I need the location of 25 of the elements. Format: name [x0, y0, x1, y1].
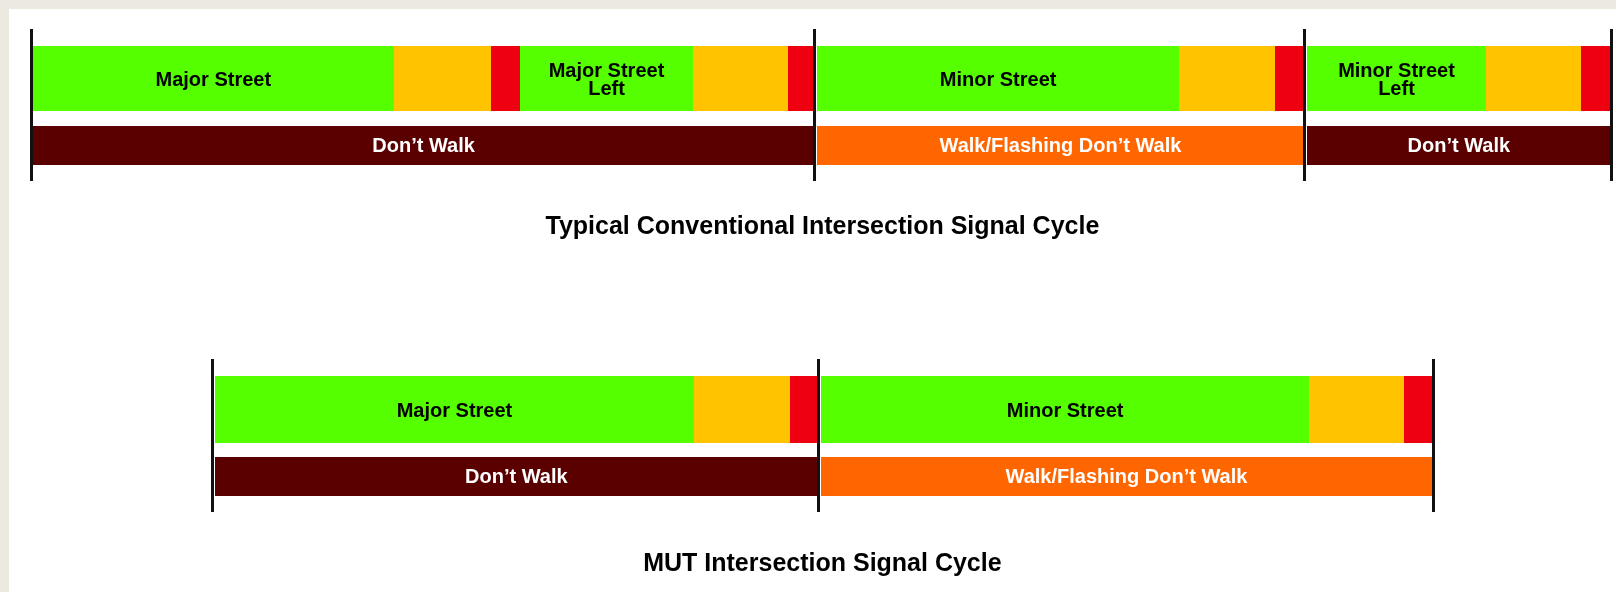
pedestrian-phase-bar: Don’t Walk [32, 125, 815, 165]
pedestrian-phase-bar: Don’t Walk [215, 456, 818, 496]
clearance-interval-bar [788, 46, 815, 112]
cycle-caption: MUT Intersection Signal Cycle [643, 548, 1002, 578]
change-interval-bar [1486, 46, 1581, 112]
signal-phase-bar: Major Street [32, 46, 394, 112]
signal-phase-bar: Minor Street [817, 46, 1179, 112]
pedestrian-phase-bar: Don’t Walk [1306, 125, 1611, 165]
signal-phase-bar: Major Street [215, 376, 694, 444]
clearance-interval-bar [1403, 376, 1432, 444]
clearance-interval-bar [1274, 46, 1304, 112]
clearance-interval-bar [1580, 46, 1611, 112]
change-interval-bar [1308, 376, 1404, 444]
change-interval-bar [1179, 46, 1275, 112]
clearance-interval-bar [790, 376, 818, 444]
change-interval-bar [393, 46, 491, 112]
change-interval-bar [693, 376, 791, 444]
signal-phase-bar: Minor Street [821, 376, 1309, 444]
cycle-caption: Typical Conventional Intersection Signal Cycle [545, 211, 1100, 241]
signal-phase-bar: Major Street Left [520, 46, 693, 112]
pedestrian-phase-bar: Walk/Flashing Don’t Walk [821, 456, 1432, 496]
change-interval-bar [692, 46, 789, 112]
pedestrian-phase-bar: Walk/Flashing Don’t Walk [817, 125, 1304, 165]
clearance-interval-bar [490, 46, 521, 112]
signal-phase-bar: Minor Street Left [1306, 46, 1487, 112]
